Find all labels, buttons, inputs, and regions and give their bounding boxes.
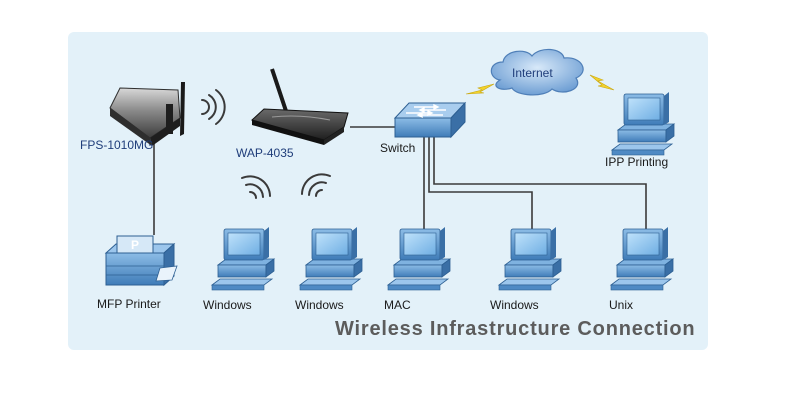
access-point-label: WAP-4035 xyxy=(236,146,294,160)
computer-icon xyxy=(610,226,674,291)
wifi-waves-icon xyxy=(241,175,271,199)
switch-label: Switch xyxy=(380,141,416,155)
pc-unix-label: Unix xyxy=(609,298,634,312)
print-server-icon xyxy=(109,82,185,146)
computer-icon xyxy=(611,91,675,156)
wifi-waves-icon xyxy=(201,89,226,125)
lightning-icon xyxy=(465,74,615,95)
pc-windows-label: Windows xyxy=(295,298,344,312)
wifi-waves-icon xyxy=(301,173,331,197)
pc-windows-label: Windows xyxy=(203,298,252,312)
ipp-printing-label: IPP Printing xyxy=(605,155,669,169)
access-point-icon xyxy=(250,68,349,145)
print-server-label: FPS-1010MG xyxy=(80,138,154,152)
connection-lines xyxy=(153,126,647,235)
switch-icon xyxy=(393,101,467,139)
computer-icon xyxy=(498,226,562,291)
computer-icon xyxy=(299,226,363,291)
computer-icon xyxy=(387,226,451,291)
cloud-icon xyxy=(490,48,584,96)
printer-mark: P xyxy=(131,238,139,252)
computer-icon xyxy=(211,226,275,291)
mfp-printer-label: MFP Printer xyxy=(97,297,161,311)
internet-label: Internet xyxy=(512,66,553,80)
printer-icon: P xyxy=(104,235,178,287)
pc-mac-label: MAC xyxy=(384,298,411,312)
pc-windows-label: Windows xyxy=(490,298,539,312)
diagram-title: Wireless Infrastructure Connection xyxy=(335,318,696,340)
